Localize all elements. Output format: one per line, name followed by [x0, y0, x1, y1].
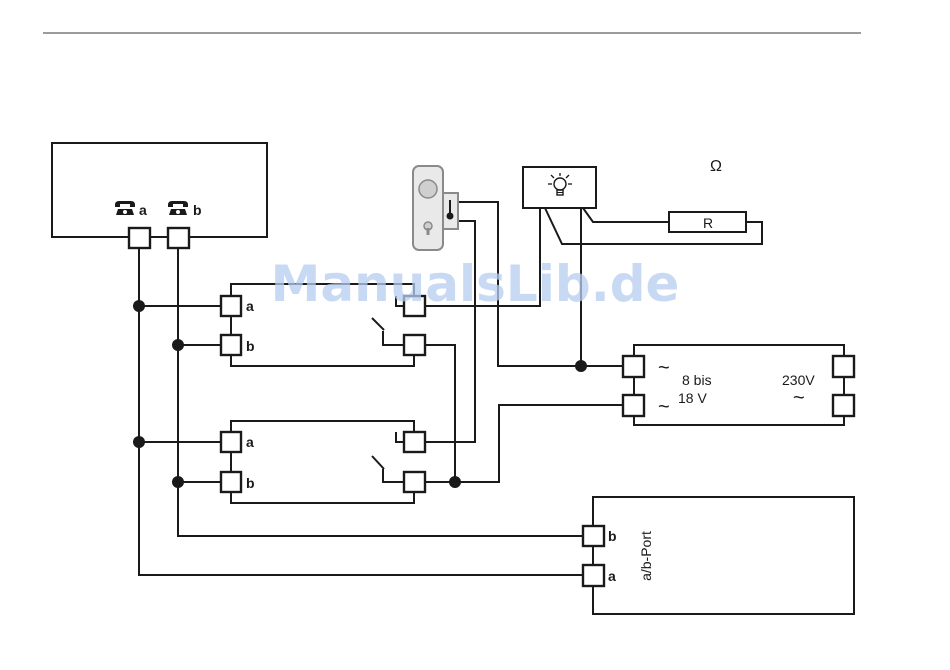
transformer-secondary-terminal-1 [623, 356, 644, 377]
relay-1-contact-bottom [404, 335, 425, 355]
ab-port-label: a/b-Port [638, 531, 654, 581]
relay-2-terminal-a [221, 432, 241, 452]
relay-1-label-b: b [246, 338, 255, 354]
ab-port-terminal-b [583, 526, 604, 546]
junction-dots [133, 300, 587, 488]
primary-voltage-label: 230V [782, 372, 815, 388]
ac-symbol-primary: ~ [793, 387, 805, 409]
transformer-secondary-terminal-2 [623, 395, 644, 416]
lamp-unit [523, 167, 596, 208]
door-opener-icon [413, 166, 458, 250]
transformer: ~ ~ 8 bis 18 V 230V ~ [623, 345, 854, 425]
watermark: ManualsLib.de [271, 255, 680, 313]
ab-port-terminal-a [583, 565, 604, 586]
relay-2-label-b: b [246, 475, 255, 491]
resistor-label: R [703, 215, 713, 231]
telephone-unit-box [52, 143, 267, 237]
phone-terminal-a [129, 228, 150, 248]
phone-terminal-b-label: b [193, 202, 202, 218]
relay-2-terminal-b [221, 472, 241, 492]
telephone-unit: a b [52, 143, 267, 248]
relay-2-label-a: a [246, 434, 254, 450]
ac-symbol-1: ~ [658, 357, 670, 379]
ab-port-box [593, 497, 854, 614]
relay-1-label-a: a [246, 298, 254, 314]
relay-1-terminal-a [221, 296, 241, 316]
ac-symbol-2: ~ [658, 396, 670, 418]
resistor: R [669, 212, 746, 232]
relay-1-terminal-b [221, 335, 241, 355]
phone-terminal-a-label: a [139, 202, 147, 218]
relay-2-contact-top [404, 432, 425, 452]
phone-terminal-b [168, 228, 189, 248]
transformer-primary-terminal-2 [833, 395, 854, 416]
ab-port-label-a: a [608, 568, 616, 584]
transformer-primary-terminal-1 [833, 356, 854, 377]
relay-2-contact-bottom [404, 472, 425, 492]
secondary-voltage-label-1: 8 bis [682, 372, 712, 388]
ohm-label: Ω [710, 158, 722, 175]
ab-port-label-b: b [608, 528, 617, 544]
secondary-voltage-label-2: 18 V [678, 390, 707, 406]
ab-port-unit: b a a/b-Port [583, 497, 854, 614]
